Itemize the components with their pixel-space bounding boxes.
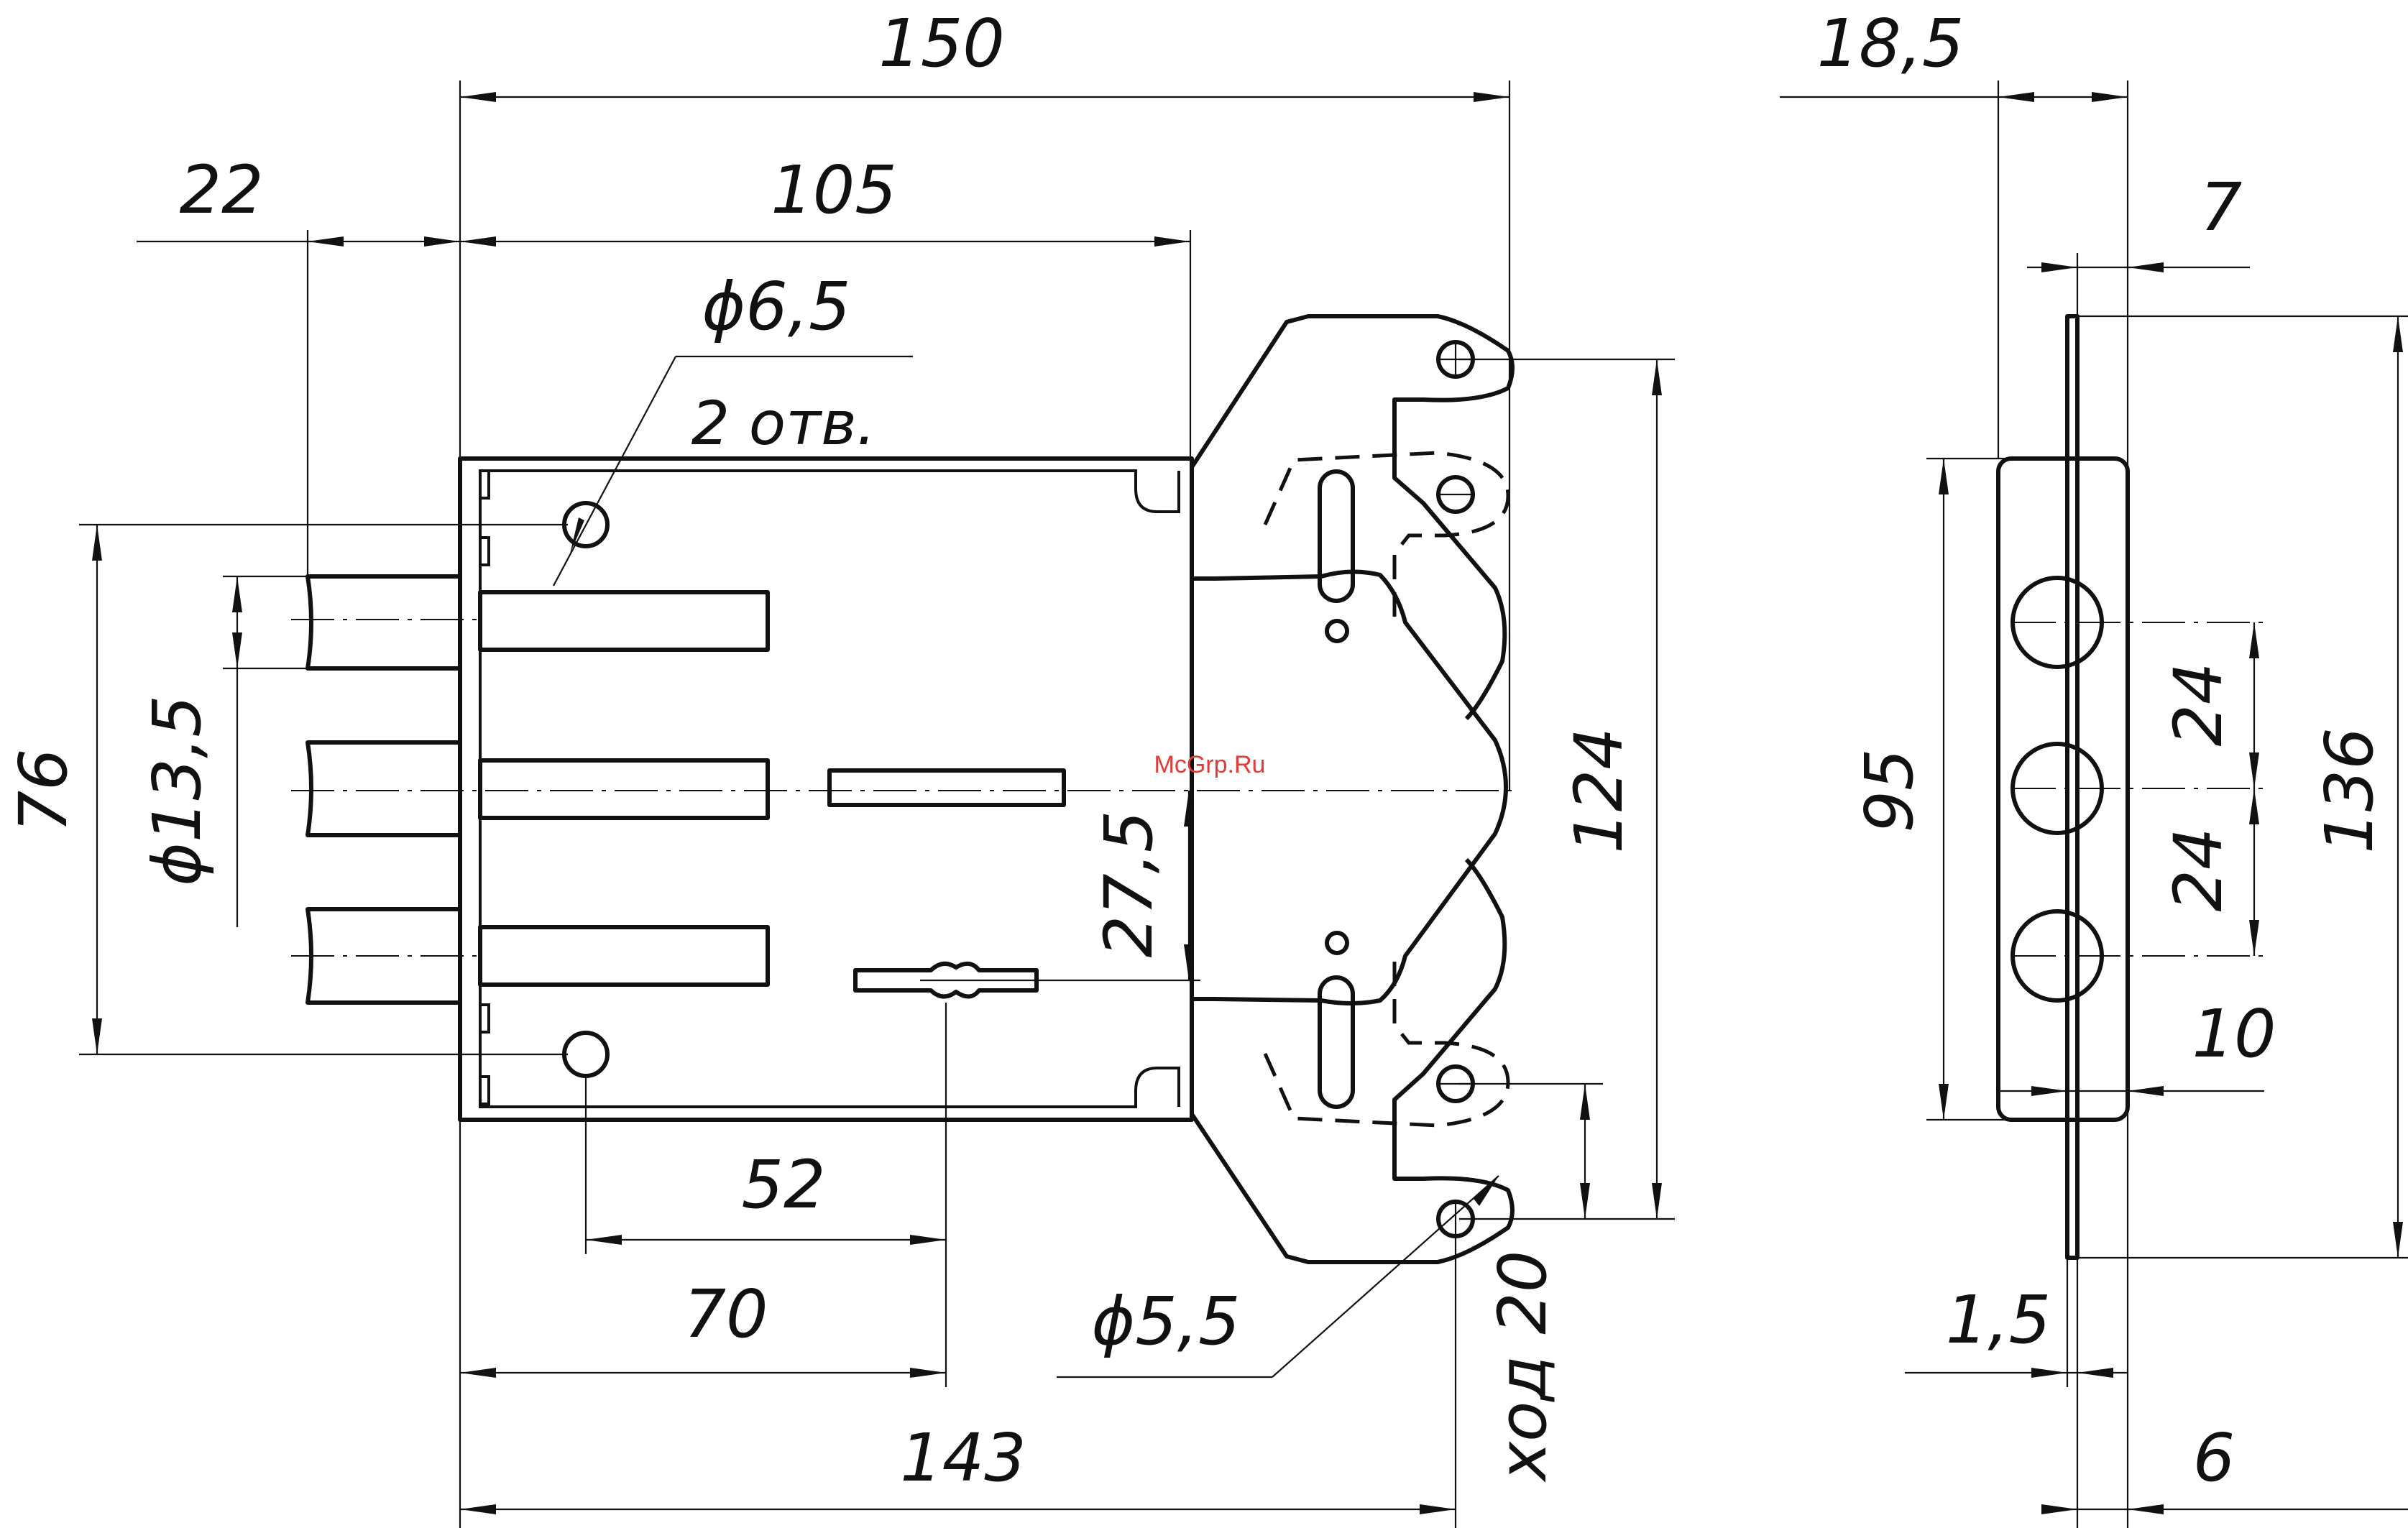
dim-hole-x1: 52 [741, 1146, 825, 1223]
dim-bolt-projection: 22 [179, 152, 263, 229]
dim-overall-span: 143 [900, 1419, 1026, 1496]
dim-plate-thickness: 1,5 [1946, 1281, 2051, 1358]
side-view [1998, 316, 2264, 1258]
dim-side-total: 136 [2311, 727, 2388, 854]
latch-mechanism [1192, 316, 1512, 1262]
dim-side-margin: 10 [2192, 995, 2276, 1072]
dim-bolt-pitch-lower: 24 [2160, 827, 2237, 911]
dim-height-strike: 124 [1561, 727, 1637, 854]
dim-bolt-dia: ϕ13,5 [139, 695, 216, 886]
key-slot [830, 770, 1064, 805]
dim-inner-width: 105 [771, 152, 897, 229]
dim-hole-count: 2 отв. [691, 388, 876, 459]
dim-hole-spacing-vertical: 76 [5, 748, 82, 832]
mount-hole-bottom [564, 1033, 607, 1076]
dim-side-depth: 18,5 [1817, 5, 1964, 82]
dim-hole-x2: 70 [684, 1276, 768, 1353]
dim-stroke: ход 20 [1484, 1251, 1561, 1483]
dim-side-height: 95 [1851, 748, 1928, 832]
dim-strike-hole-dia: ϕ5,5 [1092, 1283, 1241, 1360]
lock-body [460, 459, 1192, 1120]
dim-bolt-pitch-upper: 24 [2160, 662, 2237, 746]
watermark: McGrp.Ru [1154, 751, 1266, 778]
dim-key-offset: 27,5 [1090, 811, 1167, 958]
dim-plate-width: 6 [2193, 1419, 2235, 1496]
dim-overall-width: 150 [878, 5, 1005, 82]
dim-side-offset: 7 [2200, 169, 2243, 246]
bolts [308, 576, 768, 1003]
dim-mount-hole-dia: ϕ6,5 [702, 268, 851, 345]
